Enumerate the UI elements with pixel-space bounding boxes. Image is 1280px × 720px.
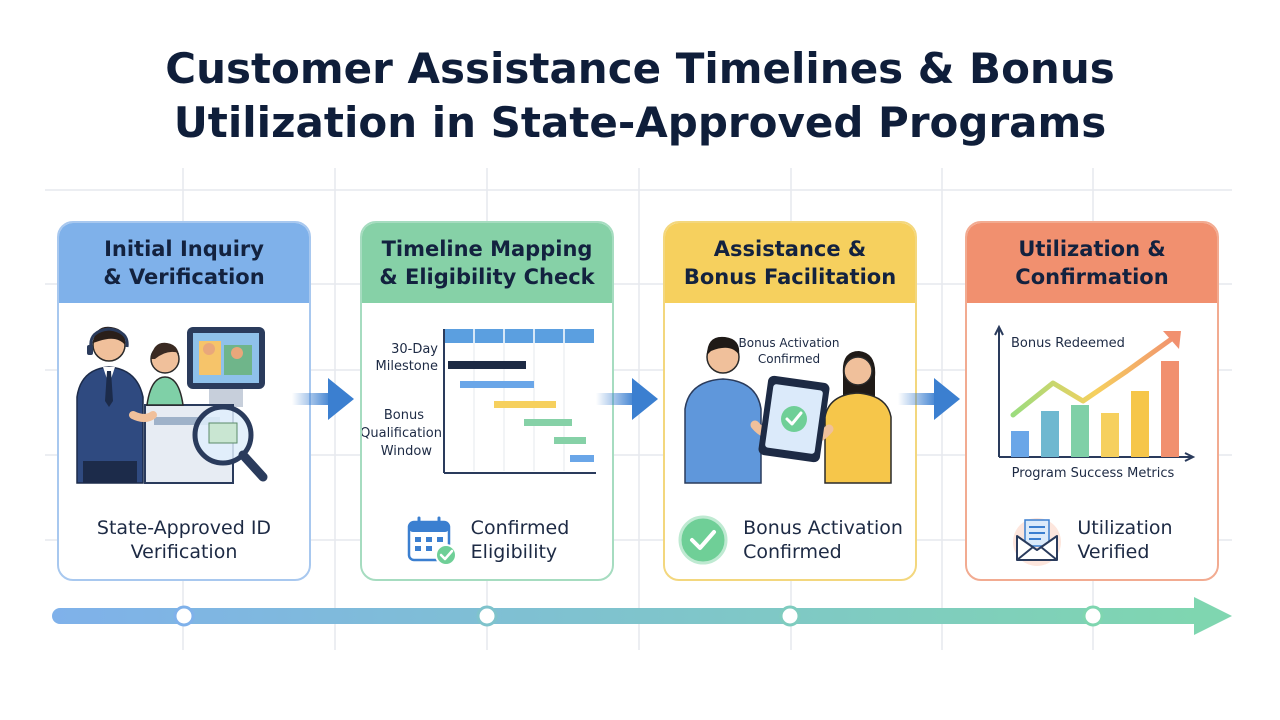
progress-timeline [52,597,1232,635]
kiosk-screen-icon [187,327,265,407]
stage-card-footer: Utilization Verified [967,505,1217,575]
stage-card-heading: Utilization & Confirmation [967,223,1217,303]
bonus-activation-caption: Bonus Activation [739,336,840,350]
stage-footer-text: State-Approved ID Verification [97,516,271,564]
gantt-timeline-illustration: 30-Day Milestone Bonus Qualification Win… [362,329,596,474]
stage-arrow-icon [596,378,658,420]
chart-bar [1131,391,1149,457]
footer-line-2: Verified [1077,541,1150,563]
stage-card-heading: Assistance & Bonus Facilitation [665,223,915,303]
stage-card-footer: Bonus Activation Confirmed [665,505,915,575]
footer-line-2: Confirmed [743,541,842,563]
footer-line-1: Utilization [1077,517,1173,539]
rising-bar-chart-illustration: Bonus Redeemed Program Success Metrics [994,324,1196,481]
gantt-label-milestone: 30-Day [391,342,438,357]
footer-line-1: Confirmed [470,517,570,539]
chart-bar [1041,411,1059,457]
gantt-bar [524,419,572,426]
stage-footer-text: Confirmed Eligibility [471,516,570,564]
svg-text:Window: Window [381,444,433,459]
trend-line [1010,332,1180,418]
magnifier-icon [192,404,268,482]
gantt-bar [448,361,526,369]
trend-arrow-head [1163,331,1181,349]
footer-line-1: Bonus Activation [743,517,903,539]
chart-bottom-label: Program Success Metrics [1012,466,1175,481]
customer-woman-icon [804,351,892,484]
svg-text:Milestone: Milestone [376,359,439,374]
page-title: Customer Assistance Timelines & Bonus Ut… [0,42,1280,150]
stage-heading-line-2: Confirmation [1015,265,1169,289]
stage-card-heading: Initial Inquiry & Verification [59,223,309,303]
footer-line-1: State-Approved ID [96,517,272,539]
chart-bar [1011,431,1029,457]
stage-heading-line-1: Utilization & [1018,237,1166,261]
stage-card-heading: Timeline Mapping & Eligibility Check [362,223,612,303]
stage-footer-text: Utilization Verified [1077,516,1172,564]
stage-card-assistance-bonus: Assistance & Bonus Facilitation Bonus Ac… [663,221,917,581]
stage-arrow-icon [898,378,960,420]
footer-line-2: Eligibility [470,541,558,563]
stage-heading-line-2: Bonus Facilitation [683,265,897,289]
svg-text:Confirmed: Confirmed [758,352,820,366]
gantt-bar [460,381,534,388]
stage-card-initial-inquiry: Initial Inquiry & Verification [57,221,311,581]
timeline-node [1082,605,1104,627]
stage-heading-line-1: Timeline Mapping [381,237,593,261]
timeline-node [173,605,195,627]
chart-bar [1071,405,1089,457]
stage-footer-text: Bonus Activation Confirmed [743,516,903,564]
title-line-1: Customer Assistance Timelines & Bonus [165,44,1115,93]
tablet-icon [758,375,830,463]
title-line-2: Utilization in State-Approved Programs [173,98,1107,147]
timeline-arrow-head [1194,597,1232,635]
stage-heading-line-2: & Verification [103,265,265,289]
stage-heading-line-2: & Eligibility Check [379,265,595,289]
stage-card-footer: Confirmed Eligibility [362,505,612,575]
chart-bar [1161,361,1179,457]
chart-bar [1101,413,1119,457]
timeline-node [779,605,801,627]
stage-card-footer: State-Approved ID Verification [59,505,309,575]
stage-heading-line-1: Initial Inquiry [104,237,264,261]
calendar-check-icon [407,516,457,566]
timeline-node [476,605,498,627]
chart-top-label: Bonus Redeemed [1011,336,1125,351]
gantt-bar [570,455,594,462]
stage-arrow-icon [292,378,354,420]
check-circle-icon [678,515,728,565]
gantt-bar [554,437,586,444]
envelope-icon [1013,518,1062,566]
gantt-bar [494,401,556,408]
gantt-label-bonus-window: Bonus [384,408,424,423]
stage-card-utilization: Utilization & Confirmation Bonus Redeeme… [965,221,1219,581]
agent-kiosk-illustration [76,326,268,484]
stage-card-timeline-mapping: Timeline Mapping & Eligibility Check 30-… [360,221,614,581]
woman-customer-icon [146,342,184,406]
footer-line-2: Verification [130,541,238,563]
stage-heading-line-1: Assistance & [713,237,867,261]
people-tablet-illustration: Bonus Activation Confirmed [684,336,892,484]
svg-text:Qualification: Qualification [362,426,442,441]
agent-man-icon [76,326,157,484]
